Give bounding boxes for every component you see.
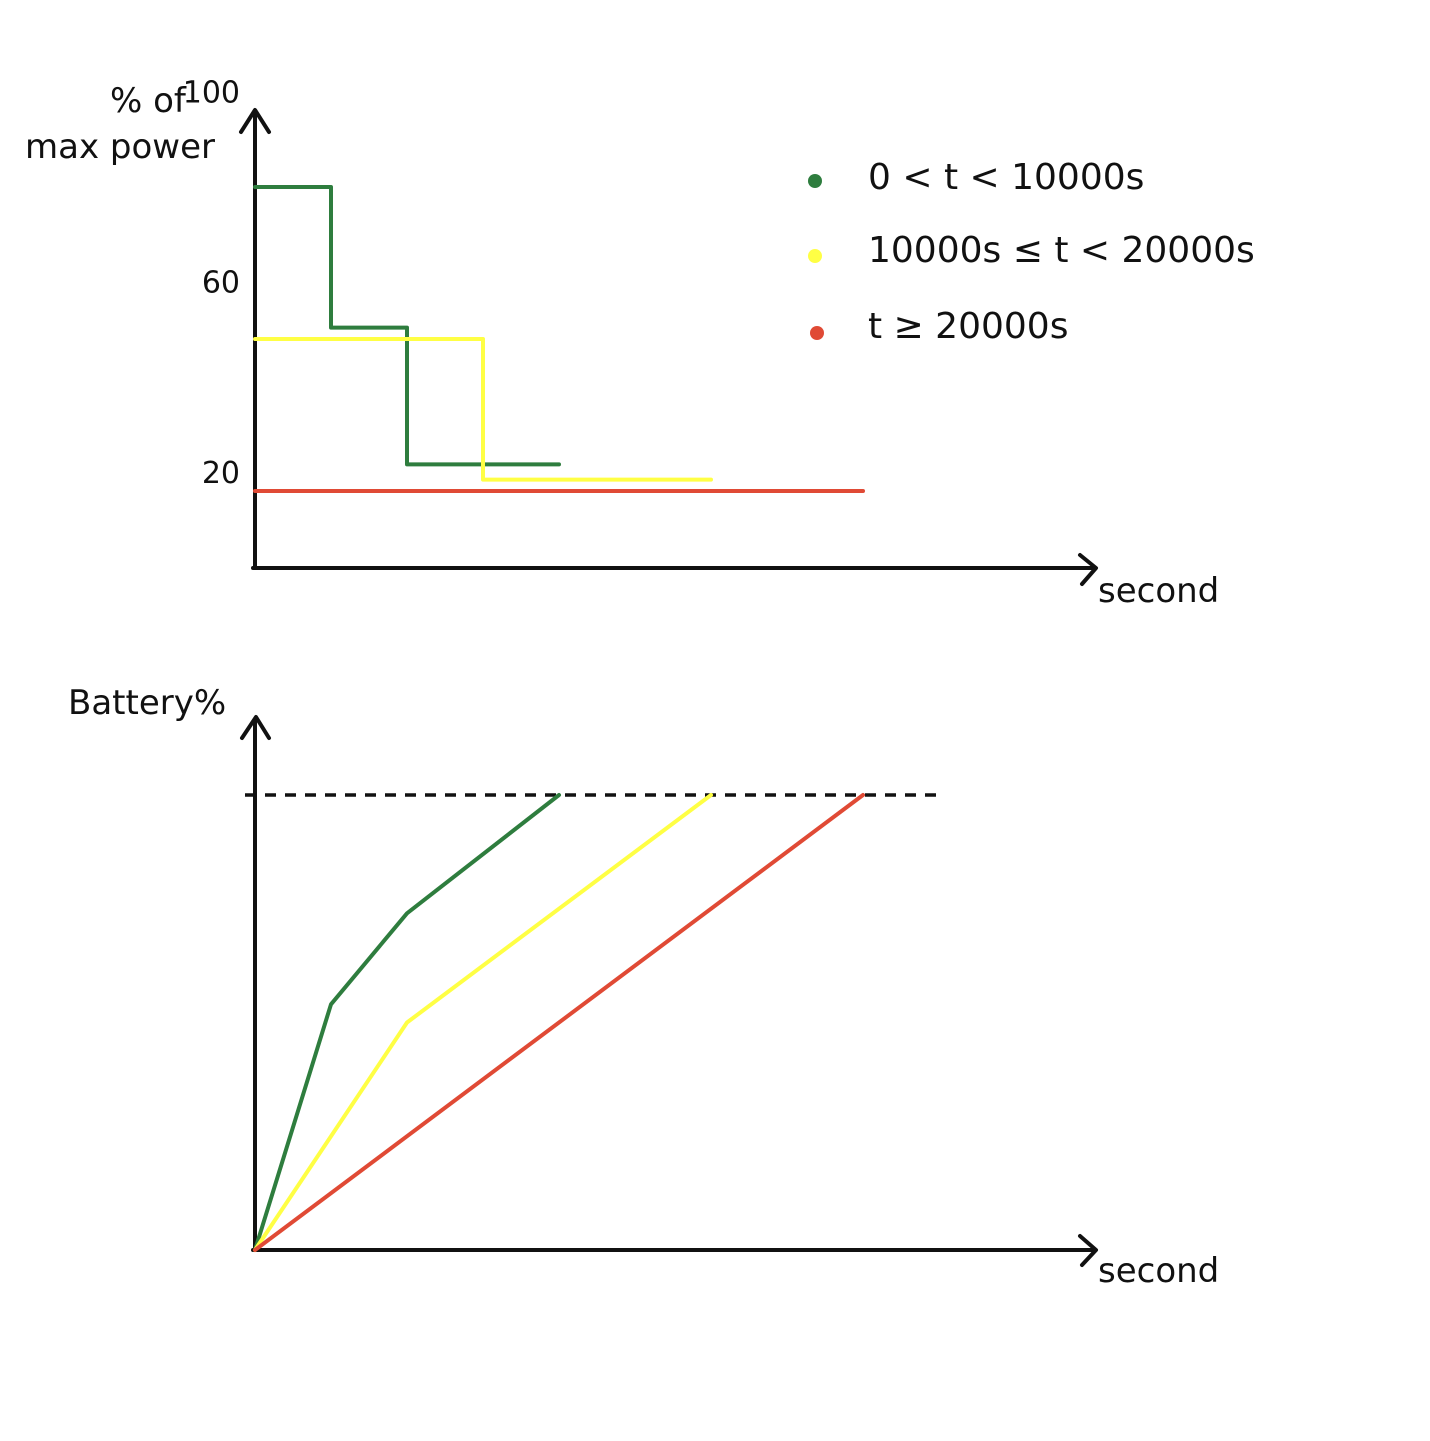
power-y-axis-arrow-icon — [239, 108, 271, 134]
legend-label-0: 0 < t < 10000s — [868, 157, 1144, 198]
battery-y-label: Battery% — [68, 683, 226, 723]
battery-series-line-1 — [253, 793, 713, 1252]
power-y-tick-60: 60 — [202, 266, 240, 301]
legend-marker-0 — [808, 174, 822, 188]
battery-x-axis-arrow-icon — [1078, 1234, 1098, 1267]
battery-series-group — [253, 793, 865, 1252]
power-y-tick-20: 20 — [202, 456, 240, 491]
legend-marker-2 — [810, 326, 824, 340]
battery-series-line-0 — [253, 793, 561, 1252]
power-chart: % of max power second 100 60 20 0 < t < 10… — [25, 76, 1255, 611]
power-series-line-1 — [253, 337, 713, 482]
power-y-label-line2: max power — [25, 127, 215, 167]
power-x-label: second — [1098, 571, 1219, 611]
battery-series-line-2 — [253, 793, 865, 1252]
power-y-tick-100: 100 — [183, 76, 240, 111]
power-y-ticks: 100 60 20 — [183, 76, 240, 491]
legend-marker-1 — [808, 249, 822, 263]
power-x-axis-arrow-icon — [1078, 553, 1098, 586]
legend-label-1: 10000s ≤ t < 20000s — [868, 230, 1255, 271]
power-series-line-0 — [253, 185, 561, 467]
legend: 0 < t < 10000s 10000s ≤ t < 20000s t ≥ 2… — [808, 157, 1255, 347]
power-y-label-line1: % of — [110, 81, 187, 121]
battery-chart: Battery% second — [68, 683, 1219, 1291]
legend-label-2: t ≥ 20000s — [868, 306, 1068, 347]
power-series-group — [253, 185, 865, 493]
battery-x-label: second — [1098, 1251, 1219, 1291]
battery-y-axis-arrow-icon — [240, 715, 271, 740]
